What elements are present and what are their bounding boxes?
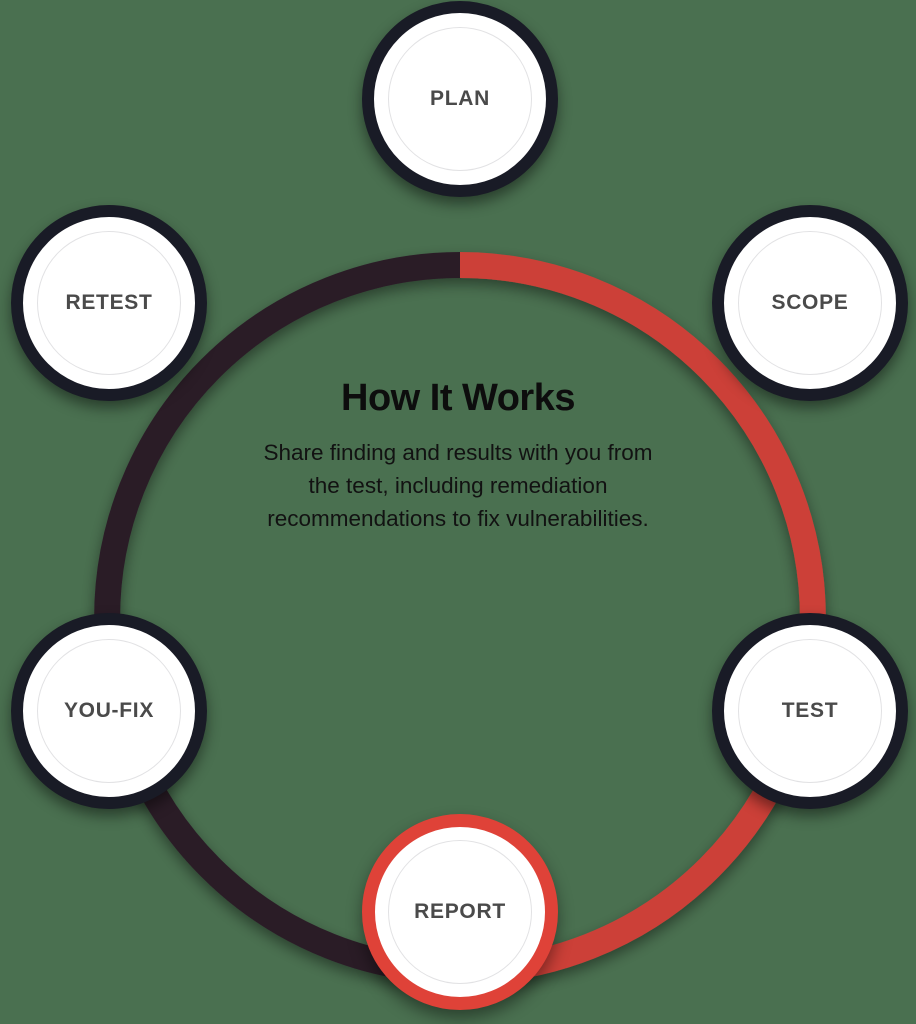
step-node-report[interactable]: REPORT: [362, 814, 558, 1010]
step-label-retest: RETEST: [65, 291, 153, 314]
step-label-plan: PLAN: [430, 87, 490, 110]
step-label-test: TEST: [781, 699, 839, 722]
step-label-scope: SCOPE: [771, 291, 849, 314]
step-node-retest[interactable]: RETEST: [11, 205, 207, 401]
step-node-test[interactable]: TEST: [712, 613, 908, 809]
step-label-report: REPORT: [414, 900, 506, 923]
step-node-plan[interactable]: PLAN: [362, 1, 558, 197]
step-node-scope[interactable]: SCOPE: [712, 205, 908, 401]
step-label-you-fix: YOU-FIX: [63, 699, 155, 722]
step-node-you-fix[interactable]: YOU-FIX: [11, 613, 207, 809]
